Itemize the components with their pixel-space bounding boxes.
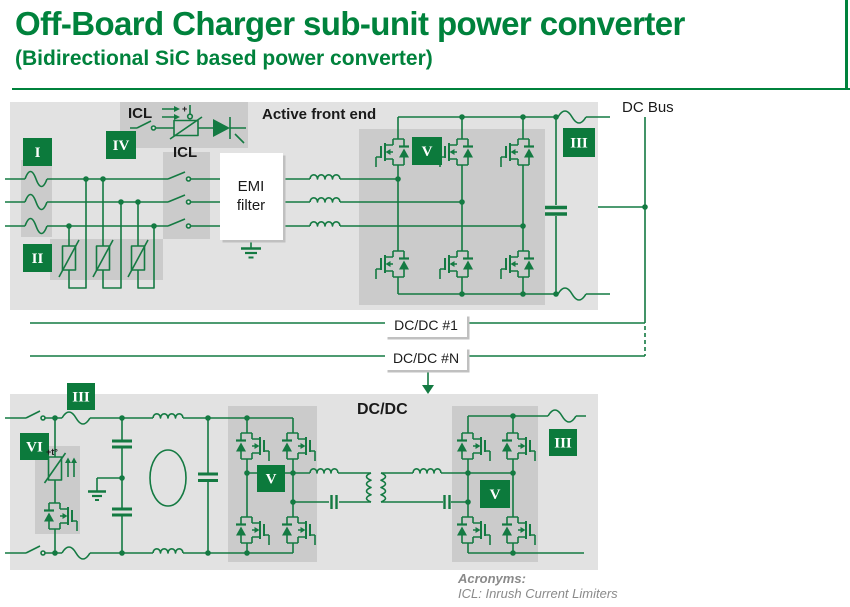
- badge-vi: VI: [20, 433, 49, 460]
- contactor-contact-icon: [185, 223, 192, 229]
- badge-iii-bottom-left: III: [67, 383, 95, 410]
- dcdc1-label: DC/DC #1: [394, 317, 458, 333]
- dcdc1-label-box: [385, 314, 467, 337]
- dc-bus-wiring: [30, 117, 646, 394]
- emi-label-2: filter: [237, 197, 265, 214]
- badge-v-dcdc-left: V: [257, 465, 285, 492]
- ntc-resistor-icon: [173, 119, 199, 137]
- afe-bridge-box: [359, 129, 545, 305]
- badge-v-afe: V: [412, 137, 442, 165]
- switch-contact-icon: [150, 125, 157, 131]
- dc-link-capacitor-icon: [545, 205, 567, 216]
- white-boxes: EMI filter DC/DC #1 DC/DC #N: [220, 153, 470, 373]
- active-front-end-label: Active front end: [262, 106, 376, 123]
- boost-inductor-icon: [309, 197, 341, 203]
- inductor-icon: [152, 413, 184, 419]
- dc-bus-label: DC Bus: [622, 99, 674, 116]
- capacitor-icon: [112, 439, 132, 517]
- svg-text:I: I: [35, 145, 41, 161]
- transformer-secondary-icon: [380, 472, 387, 503]
- capacitor-icon: [198, 472, 218, 482]
- svg-text:V: V: [422, 144, 433, 160]
- dcdc-input-filter: [88, 418, 218, 553]
- emi-label-1: EMI: [238, 178, 265, 195]
- fuse-icon: [61, 411, 91, 425]
- dcdcn-label: DC/DC #N: [393, 350, 459, 366]
- acronyms-line: ICL: Inrush Current Limiters: [458, 586, 618, 601]
- icl-contactor-label: ICL: [173, 144, 197, 161]
- varistor-network: [58, 179, 155, 289]
- phase-line-2: [5, 193, 462, 211]
- boost-inductor-icon: [309, 221, 341, 227]
- svg-text:V: V: [490, 487, 501, 503]
- icl-precharge-label: ICL: [128, 105, 152, 122]
- badges: I IV II V III III VI V: [20, 128, 595, 508]
- phase-line-1: [5, 170, 398, 188]
- boost-inductor-icon: [309, 174, 341, 180]
- thyristor-icon: [213, 119, 230, 137]
- fuse-icon: [557, 287, 587, 301]
- emi-filter-box: [220, 153, 283, 240]
- phase-line-3: [5, 217, 523, 235]
- fuse-icon: [61, 546, 91, 560]
- arrow-up-icon: [65, 457, 77, 463]
- series-capacitor-icon: [330, 495, 338, 509]
- transformer-stage: [247, 468, 513, 509]
- badge-i: I: [23, 138, 52, 166]
- page-subtitle: (Bidirectional SiC based power converter…: [15, 47, 433, 70]
- cm-choke-icon: [149, 449, 187, 507]
- svg-text:III: III: [554, 436, 572, 452]
- precharge-plus-label: +: [182, 104, 187, 114]
- varistor-icon: [61, 245, 77, 271]
- contactor-contact-icon: [185, 199, 192, 205]
- arrow-down-icon: [422, 385, 434, 394]
- badge-ii: II: [23, 244, 52, 272]
- svg-text:V: V: [266, 472, 277, 488]
- fuse-icon: [557, 110, 587, 124]
- switch-contact-icon: [40, 415, 46, 421]
- series-capacitor-icon: [443, 495, 451, 509]
- varistor-icon: [130, 245, 146, 271]
- junction-dots: [52, 114, 648, 556]
- fuse-icon: [547, 409, 577, 423]
- badge-iii-bottom-right: III: [549, 429, 577, 456]
- svg-text:II: II: [32, 251, 44, 267]
- badge-iii-top-right: III: [563, 128, 595, 157]
- svg-text:IV: IV: [113, 138, 130, 154]
- thermal-trip-icon: [186, 113, 194, 120]
- switch-contact-icon: [40, 550, 46, 556]
- svg-text:III: III: [72, 390, 90, 406]
- corner-accent-line: [845, 0, 848, 88]
- svg-text:VI: VI: [26, 440, 43, 456]
- badge-iv: IV: [106, 131, 136, 159]
- dcdcn-label-box: [385, 347, 467, 370]
- arrow-right-icon: [174, 106, 180, 120]
- svg-text:III: III: [570, 136, 588, 152]
- transformer-primary-icon: [365, 472, 372, 503]
- page-title: Off-Board Charger sub-unit power convert…: [15, 5, 685, 42]
- inductor-icon: [412, 468, 442, 474]
- inductor-icon: [152, 548, 184, 554]
- emi-ground-symbol: [241, 240, 261, 259]
- icl-precharge-circuit: [130, 105, 246, 144]
- inductor-icon: [309, 468, 339, 474]
- vi-protection-branch: [44, 418, 77, 553]
- badge-v-dcdc-right: V: [480, 480, 510, 508]
- thermistor-icon: [47, 456, 63, 481]
- thermistor-label: +t°: [46, 447, 58, 457]
- varistor-icon: [95, 245, 111, 271]
- dcdc-title: DC/DC: [357, 401, 408, 418]
- contactor-contact-icon: [185, 176, 192, 182]
- acronyms-heading: Acronyms:: [457, 571, 526, 586]
- title-rule: [12, 88, 850, 90]
